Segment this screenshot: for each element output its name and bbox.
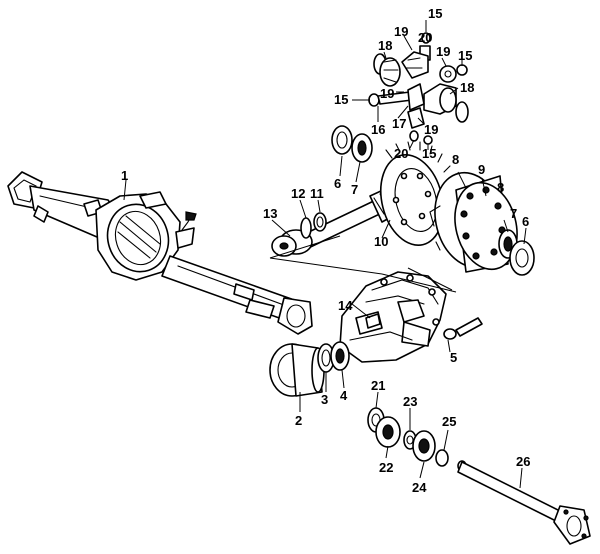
- callout-26: 26: [516, 454, 530, 469]
- callout-19d: 19: [424, 122, 438, 137]
- callout-8b: 8: [497, 180, 504, 195]
- collapsible-spacer: [313, 212, 327, 232]
- callout-19b: 19: [436, 44, 450, 59]
- callout-21: 21: [371, 378, 385, 393]
- callout-12: 12: [291, 186, 305, 201]
- callout-2: 2: [295, 413, 302, 428]
- pinion-bearing: [330, 341, 350, 371]
- callout-18b: 18: [460, 80, 474, 95]
- axle-housing: [7, 171, 313, 335]
- callout-15b: 15: [458, 48, 472, 63]
- carrier-bolt: [443, 317, 483, 340]
- leader-lines: [123, 20, 527, 489]
- callout-4: 4: [340, 388, 348, 403]
- callout-19c: 19: [380, 86, 394, 101]
- callout-22: 22: [379, 460, 393, 475]
- spider-gear-set: [368, 32, 469, 145]
- grouping-lines: [269, 235, 457, 293]
- callout-19a: 19: [394, 24, 408, 39]
- callout-9: 9: [478, 162, 485, 177]
- callout-17: 17: [392, 116, 406, 131]
- callout-1: 1: [121, 168, 128, 183]
- retainer-ring: [435, 449, 449, 467]
- callout-25: 25: [442, 414, 456, 429]
- callout-6a: 6: [334, 176, 341, 191]
- callout-3: 3: [321, 392, 328, 407]
- callout-15d: 15: [422, 146, 436, 161]
- callout-6b: 6: [522, 214, 529, 229]
- callout-7b: 7: [510, 206, 517, 221]
- callout-20a: 20: [418, 30, 432, 45]
- axle-shaft: [457, 460, 591, 545]
- callout-14: 14: [338, 298, 353, 313]
- axle-bearing: [375, 416, 401, 448]
- callout-15c: 15: [334, 92, 348, 107]
- callout-23: 23: [403, 394, 417, 409]
- differential-carrier: [339, 271, 447, 363]
- callout-11: 11: [310, 186, 324, 201]
- callout-8a: 8: [452, 152, 459, 167]
- callout-13: 13: [263, 206, 277, 221]
- side-bearing-adjuster-right: [509, 240, 535, 276]
- ring-gear: [380, 141, 459, 251]
- side-bearing-adjuster-left: [331, 125, 353, 155]
- callout-20b: 20: [394, 146, 408, 161]
- callout-7a: 7: [351, 182, 358, 197]
- callout-numbers: 1 2 3 4 5 6 6 7 7 8 8 9 10 11 12 13 14 1…: [121, 6, 530, 495]
- pinion-shim: [300, 217, 312, 239]
- companion-flange: [269, 343, 325, 397]
- callout-18a: 18: [378, 38, 392, 53]
- callout-10: 10: [374, 234, 388, 249]
- callout-16: 16: [371, 122, 385, 137]
- wheel-bearing: [412, 430, 436, 462]
- callout-15a: 15: [428, 6, 442, 21]
- callout-5: 5: [450, 350, 457, 365]
- side-bearing-left: [351, 133, 373, 163]
- callout-24: 24: [412, 480, 427, 495]
